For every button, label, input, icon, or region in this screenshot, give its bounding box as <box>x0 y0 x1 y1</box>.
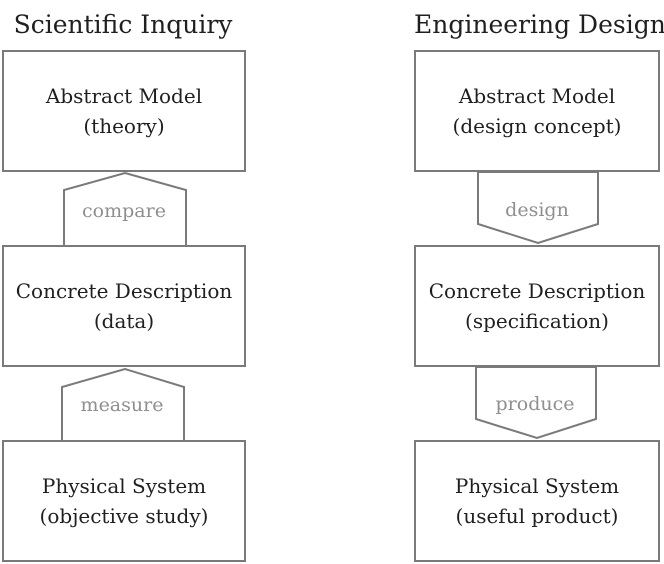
produce-label: produce <box>495 393 575 415</box>
box-sublabel: (data) <box>93 309 155 333</box>
scientific-concrete-description-box: Concrete Description (data) <box>2 245 246 367</box>
engineering-concrete-description-box: Concrete Description (specification) <box>414 245 660 367</box>
engineering-abstract-model-box: Abstract Model (design concept) <box>414 50 660 172</box>
compare-label: compare <box>82 200 166 222</box>
engineering-design-title: Engineering Design <box>414 10 664 39</box>
design-label: design <box>505 199 569 221</box>
engineering-physical-system-box: Physical System (useful product) <box>414 440 660 562</box>
box-sublabel: (design concept) <box>452 114 622 138</box>
box-label: Abstract Model <box>45 84 203 108</box>
measure-label: measure <box>80 394 164 416</box>
box-sublabel: (specification) <box>465 309 609 333</box>
box-label: Abstract Model <box>458 84 616 108</box>
box-label: Concrete Description <box>15 279 233 303</box>
scientific-abstract-model-box: Abstract Model (theory) <box>2 50 246 172</box>
scientific-inquiry-title: Scientific Inquiry <box>13 10 233 39</box>
box-sublabel: (theory) <box>83 114 165 138</box>
design-arrow-down <box>477 171 599 245</box>
box-sublabel: (useful product) <box>455 504 619 528</box>
box-sublabel: (objective study) <box>39 504 209 528</box>
produce-arrow-down <box>475 366 597 440</box>
box-label: Physical System <box>41 474 207 498</box>
scientific-physical-system-box: Physical System (objective study) <box>2 440 246 562</box>
box-label: Concrete Description <box>428 279 646 303</box>
box-label: Physical System <box>454 474 620 498</box>
